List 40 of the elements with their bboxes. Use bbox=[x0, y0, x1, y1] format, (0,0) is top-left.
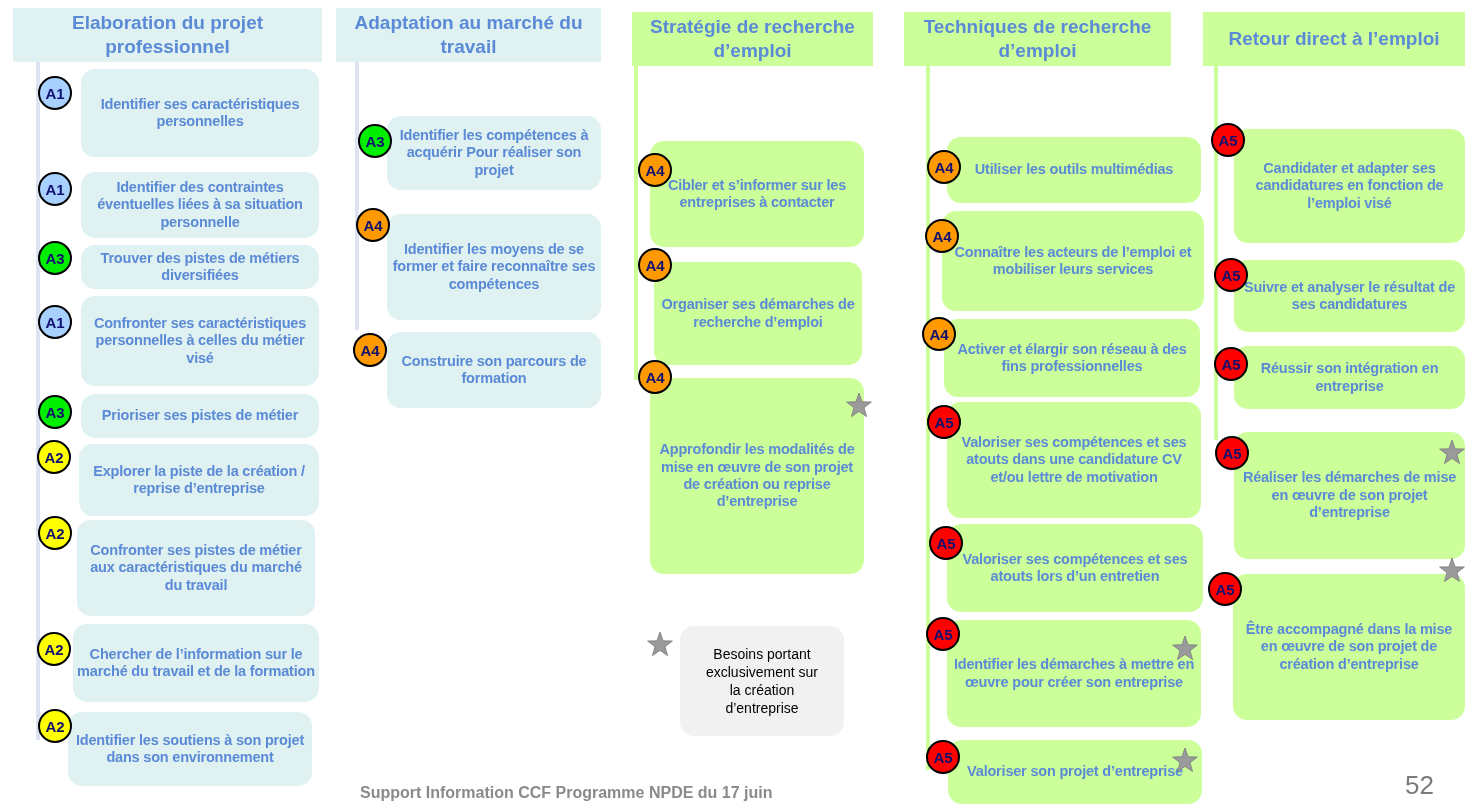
action-card: Explorer la piste de la création / reprise d’entreprise bbox=[79, 444, 319, 516]
action-card: Prioriser ses pistes de métier bbox=[81, 394, 319, 438]
action-card: Confronter ses caractéristiques personnelles à celles du métier visé bbox=[81, 296, 319, 386]
action-card: Chercher de l’information sur le marché du travail et de la formation bbox=[73, 624, 319, 702]
level-badge: A1 bbox=[38, 172, 72, 206]
column-header: Stratégie de recherche d’emploi bbox=[632, 12, 873, 66]
level-badge: A3 bbox=[358, 124, 392, 158]
action-card: Trouver des pistes de métiers diversifiées bbox=[81, 245, 319, 289]
level-badge: A3 bbox=[38, 241, 72, 275]
level-badge: A2 bbox=[37, 632, 71, 666]
level-badge: A3 bbox=[38, 395, 72, 429]
level-badge: A5 bbox=[1215, 436, 1249, 470]
level-badge: A2 bbox=[37, 440, 71, 474]
level-badge: A1 bbox=[38, 305, 72, 339]
level-badge: A4 bbox=[638, 360, 672, 394]
level-badge: A2 bbox=[38, 709, 72, 743]
column-header: Elaboration du projet professionnel bbox=[13, 8, 322, 62]
page-number: 52 bbox=[1405, 770, 1434, 801]
level-badge: A4 bbox=[353, 333, 387, 367]
level-badge: A5 bbox=[1211, 123, 1245, 157]
action-card: Confronter ses pistes de métier aux caractéristiques du marché du travail bbox=[77, 520, 315, 616]
action-card: Être accompagné dans la mise en œuvre de son projet de création d’entreprise bbox=[1233, 574, 1465, 720]
level-badge: A1 bbox=[38, 76, 72, 110]
action-card: Identifier ses caractéristiques personnelles bbox=[81, 69, 319, 157]
level-badge: A5 bbox=[926, 740, 960, 774]
action-card: Construire son parcours de formation bbox=[387, 332, 601, 408]
level-badge: A4 bbox=[922, 317, 956, 351]
footer-text: Support Information CCF Programme NPDE du 17 juin bbox=[360, 784, 773, 802]
action-card: Identifier des contraintes éventuelles liées à sa situation personnelle bbox=[81, 172, 319, 238]
level-badge: A2 bbox=[38, 516, 72, 550]
legend-text: Besoins portant exclusivement sur la création d’entreprise bbox=[680, 626, 844, 736]
level-badge: A4 bbox=[356, 208, 390, 242]
level-badge: A4 bbox=[638, 248, 672, 282]
action-card: Identifier les soutiens à son projet dans son environnement bbox=[68, 712, 312, 786]
column-header: Techniques de recherche d’emploi bbox=[904, 12, 1171, 66]
column-header: Adaptation au marché du travail bbox=[336, 8, 601, 62]
action-card: Identifier les compétences à acquérir Pour réaliser son projet bbox=[387, 116, 601, 190]
column-header: Retour direct à l’emploi bbox=[1203, 12, 1465, 66]
action-card: Identifier les moyens de se former et faire reconnaître ses compétences bbox=[387, 214, 601, 320]
level-badge: A5 bbox=[1208, 572, 1242, 606]
